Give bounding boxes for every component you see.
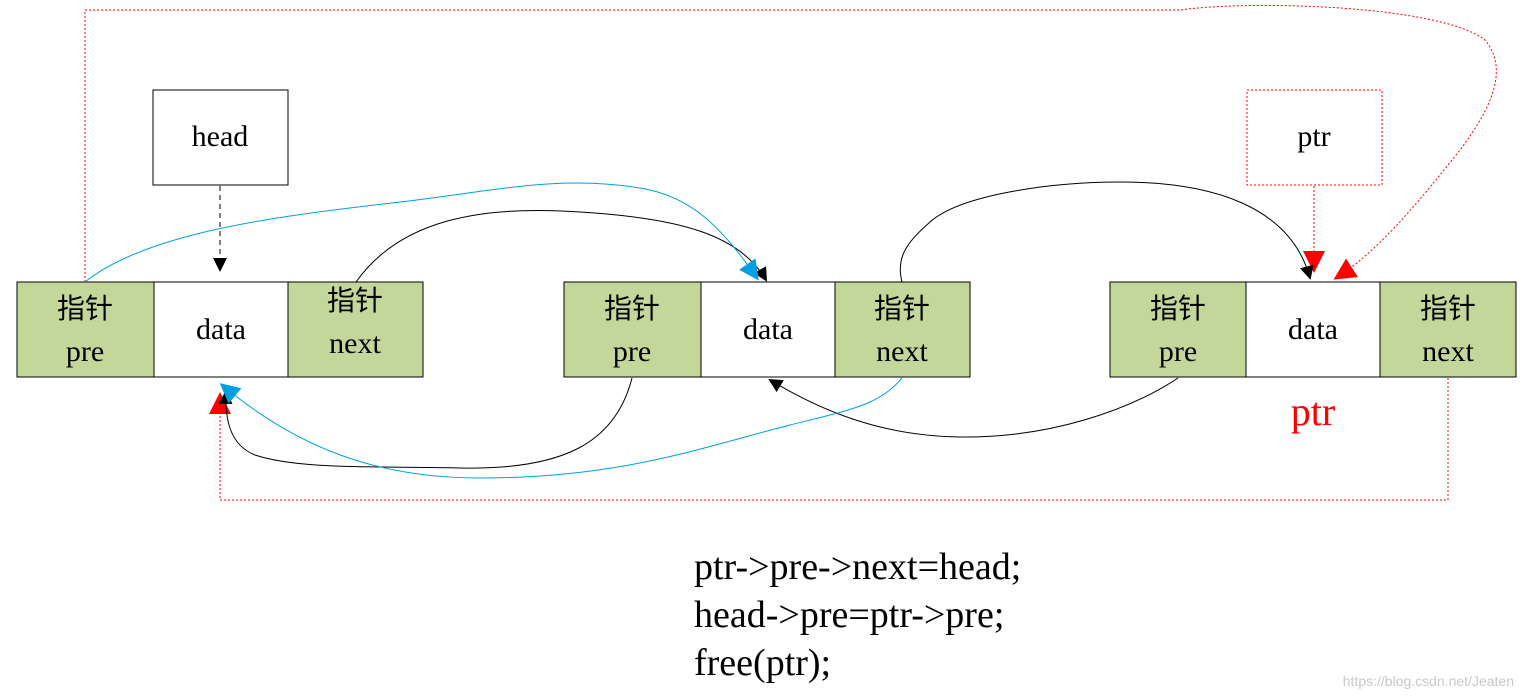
node-3-pre-line1: 指针 [1150,292,1206,325]
new-node-1-pre-to-node-2-arrow [84,182,759,283]
node-1-next-line1: 指针 [327,284,383,317]
code-line-2: head->pre=ptr->pre; [694,594,1005,636]
node-3-data-cell [1245,281,1381,378]
node-2-next-cell [834,281,971,378]
node-3-pre-line2: pre [1159,335,1197,368]
ptr-red-label: ptr [1291,389,1335,434]
code-line-3: free(ptr); [694,642,832,684]
new-node-2-next-to-node-1-arrow [219,377,903,479]
ptr-label: ptr [1297,120,1330,153]
node-3-next-line2: next [1422,335,1474,368]
ptr-next-link-bottom [209,378,1449,501]
node-3-pre-to-node-2-arrow [768,377,1179,438]
node-1-data-cell [153,281,289,378]
node-1-pre-line2: pre [66,335,104,368]
node-3-data: data [1288,313,1338,346]
node-3-next-line1: 指针 [1420,292,1476,325]
node-1-next-to-node-2-arrow [355,209,768,283]
node-1-next-cell [287,281,424,378]
node-2-next-line1: 指针 [874,292,930,325]
node-3-next-cell [1379,281,1517,378]
node-2-pre-to-node-1-arrow [218,377,633,469]
node-2-pre-line1: 指针 [604,292,660,325]
head-label: head [192,120,249,153]
watermark: https://blog.csdn.net/Jeaten [1342,673,1514,689]
node-2-pre-cell [563,281,702,378]
node-2-next-line2: next [876,335,928,368]
node-2-next-to-node-3-arrow [899,181,1314,283]
node-1-data: data [196,313,246,346]
ptr-next-old-link-top [84,4,1497,282]
node-2: 指针 pre data 指针 next [563,281,971,378]
ptr-box [1246,89,1383,186]
node-1-pre-line1: 指针 [57,292,113,325]
node-1-pre-cell [16,281,155,378]
node-3-pre-cell [1109,281,1247,378]
node-2-pre-line2: pre [613,335,651,368]
head-box [152,89,289,186]
node-1-next-line2: next [329,327,381,360]
node-2-data: data [743,313,793,346]
node-3: 指针 pre data 指针 next [1109,281,1517,378]
code-line-1: ptr->pre->next=head; [694,546,1022,588]
node-2-data-cell [700,281,836,378]
node-1: 指针 pre data 指针 next [16,281,424,378]
